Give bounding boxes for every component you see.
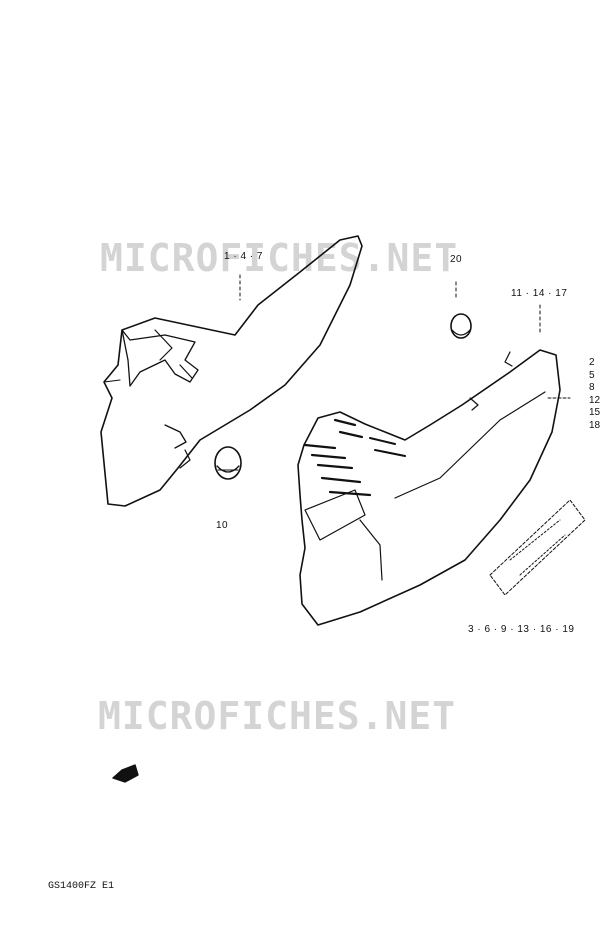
watermark-bottom: MICROFICHES.NET: [98, 694, 457, 738]
callout-top-right: 11 · 14 · 17: [511, 288, 568, 299]
callout-grommet-top: 20: [450, 254, 463, 265]
emblem-decal: [489, 499, 586, 596]
callout-right-item: 5: [589, 369, 595, 381]
grommet-10: [214, 446, 242, 480]
callout-right-item: 12: [589, 394, 601, 406]
callout-right-item: 18: [589, 419, 601, 431]
watermark-top: MICROFICHES.NET: [100, 236, 459, 280]
callout-right-item: 8: [589, 382, 595, 393]
grommet-20: [450, 313, 472, 339]
callout-top-left: 1 · 4 · 7: [224, 251, 263, 262]
drawing-code: GS1400FZ E1: [48, 881, 115, 892]
left-side-cover: [100, 235, 363, 507]
callout-bottom-right: 3 · 6 · 9 · 13 · 16 · 19: [468, 624, 575, 635]
callout-right-column: 2 5 8 12 15 18: [589, 357, 600, 432]
callout-grommet-left: 10: [216, 520, 229, 531]
callout-right-item: 2: [589, 357, 595, 368]
front-arrow-icon: [112, 764, 139, 783]
right-side-cover: [297, 349, 561, 626]
callout-right-item: 15: [589, 407, 601, 418]
